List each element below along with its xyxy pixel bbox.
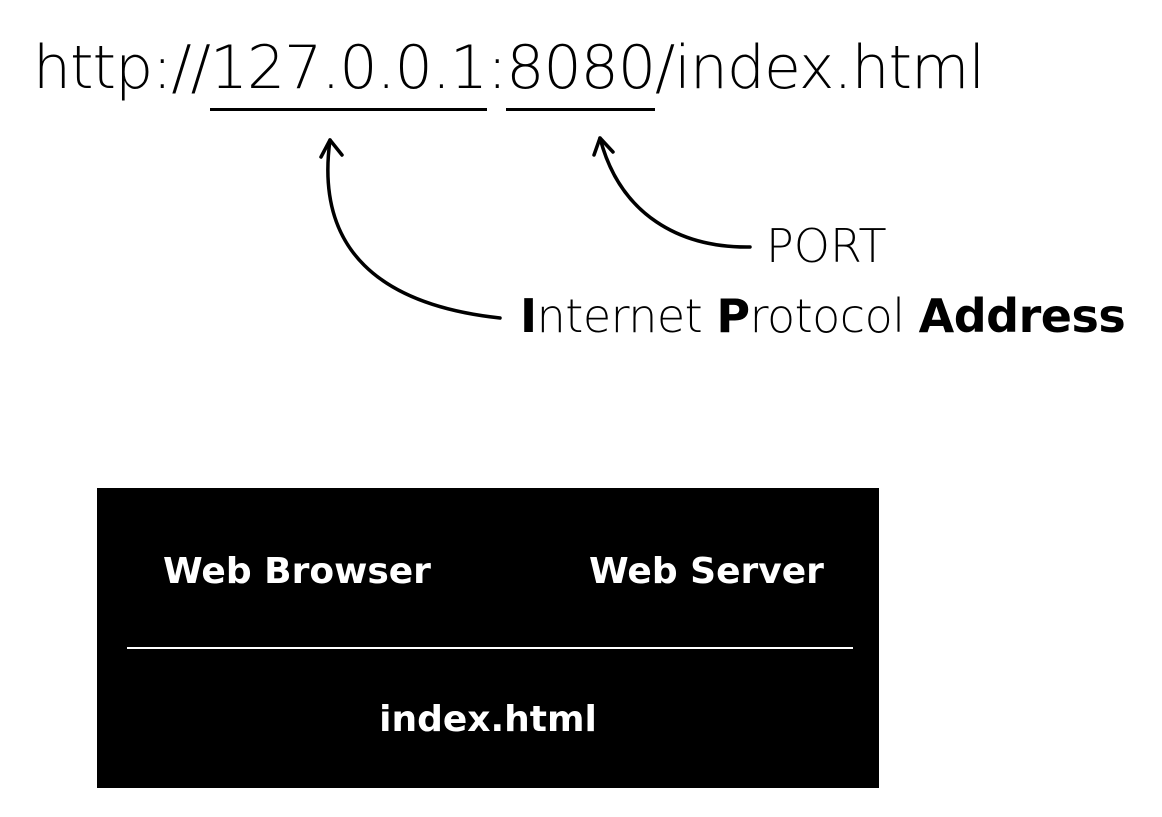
file-label: index.html: [379, 699, 597, 740]
url-line: http://127.0.0.1:8080/index.html: [33, 28, 985, 118]
ip-arrowhead: [319, 138, 344, 159]
web-server-label: Web Server: [589, 551, 824, 592]
url-scheme: http://: [33, 33, 211, 103]
ip-initial-i: I: [520, 289, 537, 343]
web-browser-label: Web Browser: [163, 551, 431, 592]
port-label: PORT: [766, 219, 887, 273]
port-arrow: [598, 136, 752, 249]
box-divider: [127, 647, 853, 649]
ip-address-label: Internet Protocol Address: [520, 286, 1126, 346]
ip-arrow: [326, 138, 502, 320]
ip-address-word: Address: [918, 289, 1126, 343]
port-arrowhead: [592, 136, 615, 157]
client-server-box: Web Browser Web Server index.html: [97, 488, 879, 788]
url-port: 8080: [506, 28, 656, 111]
url-host: 127.0.0.1: [209, 28, 488, 111]
annotation-arrows: [319, 136, 752, 320]
ip-rest-internet: nternet: [536, 289, 717, 343]
url-separator: :: [487, 33, 507, 103]
ip-rest-protocol: rotocol: [749, 289, 919, 343]
url-path: /index.html: [655, 33, 985, 103]
ip-initial-p: P: [716, 289, 750, 343]
